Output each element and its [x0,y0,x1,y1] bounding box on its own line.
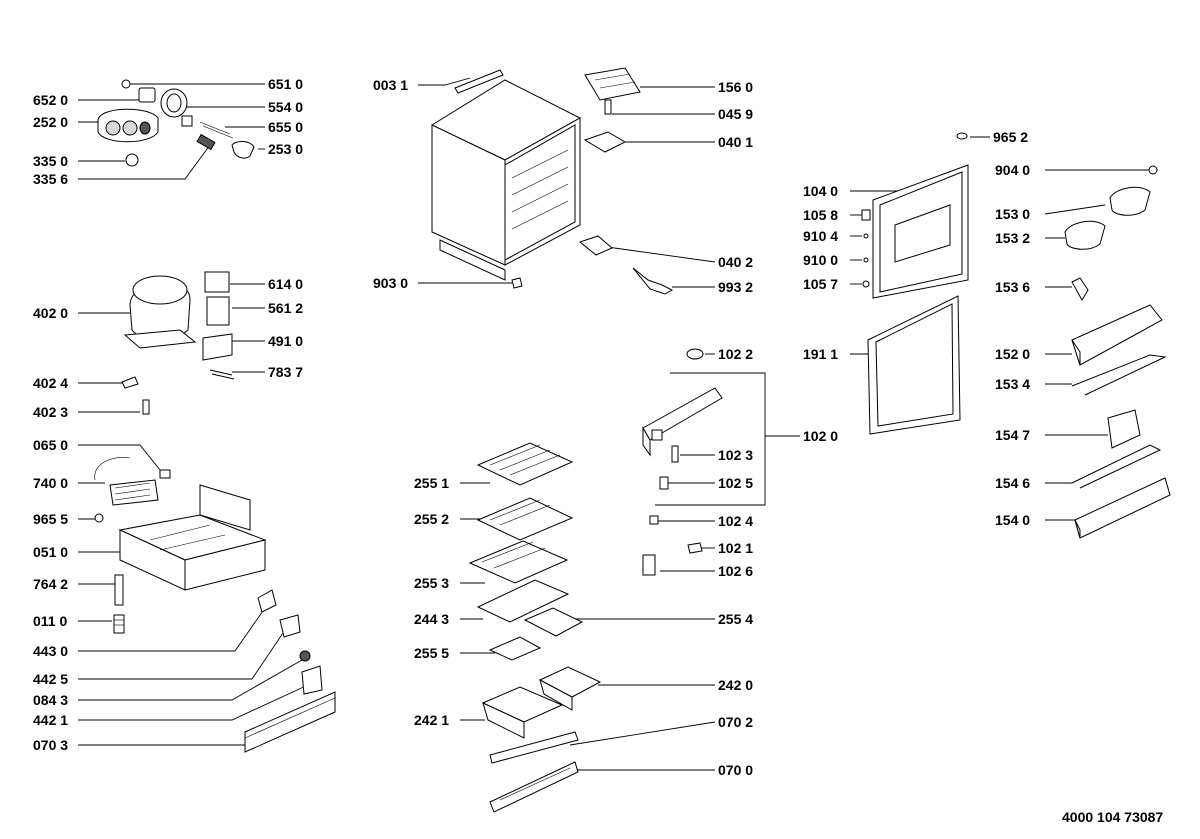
callout-label: 102 1 [718,540,753,556]
callout-label: 102 2 [718,346,753,362]
callout-label: 070 0 [718,762,753,778]
callout-label: 065 0 [33,437,68,453]
callout-label: 614 0 [268,276,303,292]
callout-label: 335 6 [33,171,68,187]
callout-label: 402 4 [33,375,68,391]
leader-lines [78,77,1150,771]
callout-label: 102 5 [718,475,753,491]
cabinet-body [430,69,582,289]
callout-label: 255 3 [414,575,449,591]
document-number: 4000 104 73087 [1062,809,1163,825]
callout-label: 084 3 [33,692,68,708]
door-bins [1064,165,1171,539]
callout-label: 154 7 [995,427,1030,443]
callout-label: 655 0 [268,119,303,135]
ice-tray-and-hinges [578,67,674,295]
callout-label: 783 7 [268,364,303,380]
callout-label: 156 0 [718,79,753,95]
callout-label: 993 2 [718,279,753,295]
callout-label: 153 6 [995,279,1030,295]
callout-label: 255 1 [414,475,449,491]
callout-label: 402 3 [33,404,68,420]
callout-label: 402 0 [33,305,68,321]
shelves-and-drawers [468,442,602,813]
callout-label: 191 1 [803,346,838,362]
callout-label: 070 3 [33,737,68,753]
callout-label: 255 4 [718,611,753,627]
callout-label: 051 0 [33,544,68,560]
callout-label: 102 6 [718,563,753,579]
callout-label: 242 0 [718,677,753,693]
callout-label: 153 0 [995,206,1030,222]
callout-label: 040 2 [718,254,753,270]
callout-label: 910 4 [803,228,838,244]
callout-label: 011 0 [33,613,67,629]
callout-label: 252 0 [33,114,68,130]
callout-label: 253 0 [268,141,303,157]
callout-label: 442 1 [33,712,68,728]
callout-label: 105 8 [803,207,838,223]
callout-label: 651 0 [268,76,303,92]
callout-label: 335 0 [33,153,68,169]
callout-label: 491 0 [268,333,303,349]
callout-label: 554 0 [268,99,303,115]
callout-labels: 651 0 652 0 554 0 252 0 655 0 253 0 335 … [33,76,1163,825]
callout-label: 442 5 [33,671,68,687]
callout-label: 154 6 [995,475,1030,491]
callout-label: 105 7 [803,276,838,292]
thermostat-knob-parts [97,79,255,167]
callout-label: 561 2 [268,300,303,316]
callout-label: 740 0 [33,475,68,491]
callout-label: 910 0 [803,252,838,268]
door-assembly [861,132,969,435]
callout-label: 903 0 [373,275,408,291]
callout-label: 443 0 [33,643,68,659]
callout-label: 102 0 [803,428,838,444]
callout-label: 904 0 [995,162,1030,178]
callout-label: 003 1 [373,77,408,93]
hinge-and-kickplate [244,589,336,753]
base-tray [113,484,267,634]
callout-label: 102 3 [718,447,753,463]
callout-label: 152 0 [995,346,1030,362]
callout-label: 255 2 [414,511,449,527]
callout-label: 652 0 [33,92,68,108]
callout-label: 242 1 [414,712,449,728]
callout-label: 070 2 [718,714,753,730]
callout-label: 045 9 [718,106,753,122]
callout-label: 244 3 [414,611,449,627]
callout-label: 255 5 [414,645,449,661]
callout-label: 764 2 [33,576,68,592]
callout-label: 153 2 [995,230,1030,246]
compressor [94,271,235,523]
callout-label: 102 4 [718,513,753,529]
door-panel-parts [642,348,723,576]
callout-label: 104 0 [803,183,838,199]
callout-label: 040 1 [718,134,753,150]
parts-drawings [94,67,1171,813]
callout-label: 965 5 [33,511,68,527]
callout-label: 153 4 [995,376,1030,392]
callout-label: 965 2 [993,129,1028,145]
callout-label: 154 0 [995,512,1030,528]
